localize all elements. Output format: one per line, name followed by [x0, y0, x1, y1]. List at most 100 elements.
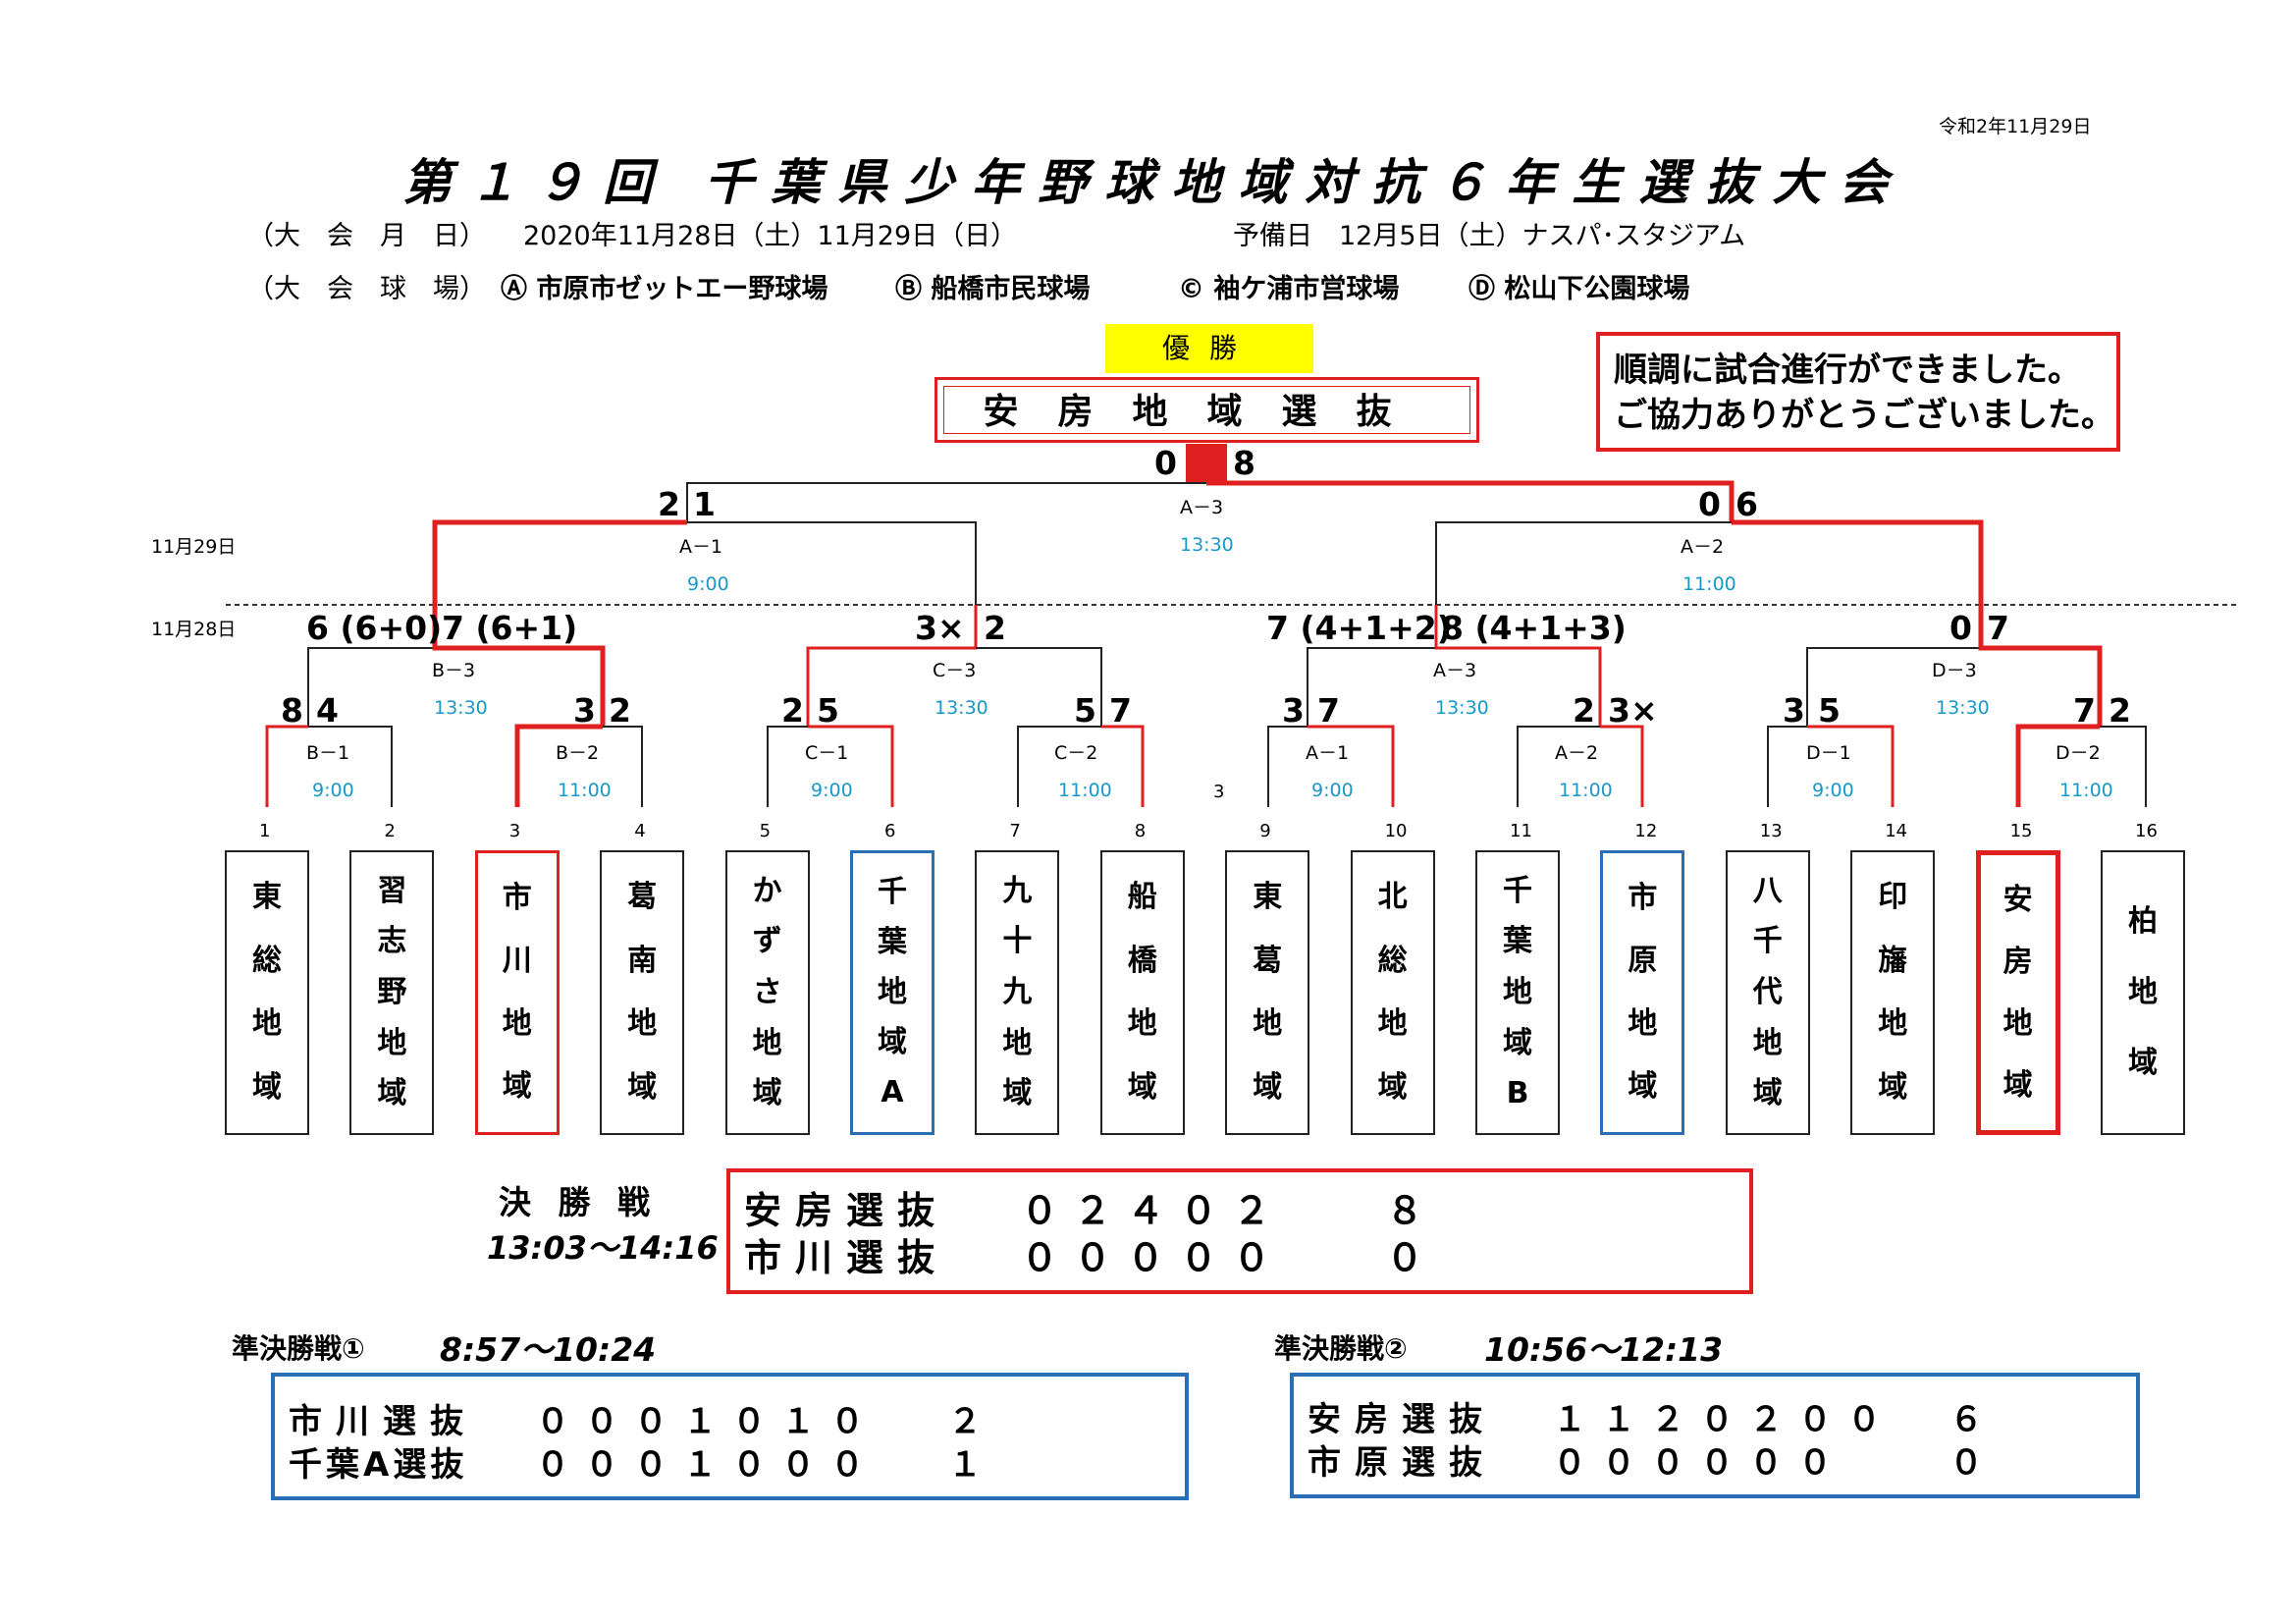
team-name-char: 地: [878, 974, 907, 1009]
message-line-1: 順調に試合進行ができました。: [1614, 351, 2081, 390]
team-name-char: 地: [2002, 1005, 2033, 1041]
day1-label: 11月28日: [151, 619, 237, 640]
team-number: 9: [1259, 821, 1271, 841]
message-box: 順調に試合進行ができました。 ご協力ありがとうございました。: [1596, 332, 2120, 452]
a3-match-id: A－3: [1433, 660, 1477, 681]
final-scoreboard: 安房選抜 ０２４０２ ８ 市川選抜 ０００００ ０: [726, 1168, 1753, 1294]
team-number: 2: [384, 821, 396, 841]
a1-match-id: A－1: [679, 536, 723, 558]
team-name-char: 北: [1377, 880, 1408, 915]
team-number: 11: [1510, 821, 1532, 841]
champion-team: 安房地域選抜: [943, 386, 1470, 434]
semi2-title: 準決勝戦②: [1274, 1332, 1408, 1365]
team-name-char: 域: [1878, 1069, 1908, 1105]
c3-right-score: 2: [984, 609, 1006, 647]
team-name-char: 地: [252, 1006, 282, 1042]
team-name-char: 習: [377, 873, 407, 908]
b2-right-score: 2: [609, 691, 631, 730]
team-name-char: さ: [752, 974, 782, 1009]
dates-value: 2020年11月28日（土）11月29日（日）: [523, 221, 1018, 251]
team-box: 安房地域: [1975, 850, 2060, 1135]
semi1-title: 準決勝戦①: [232, 1332, 365, 1365]
team-name-char: 南: [627, 943, 658, 978]
team-name-char: 地: [1878, 1006, 1908, 1042]
d1-match-time: 9:00: [1812, 780, 1854, 801]
stray-label: 3: [1213, 782, 1225, 802]
b2-match-id: B－2: [556, 742, 600, 764]
team-name-char: 八: [1752, 873, 1783, 908]
ra2-left-score: 2: [1573, 691, 1595, 730]
team-name-char: 旛: [1878, 943, 1908, 978]
c1-match-id: C－1: [805, 742, 849, 764]
b2-match-time: 11:00: [558, 780, 612, 801]
final-row-2-total: ０: [1386, 1236, 1424, 1279]
team-box: 印旛地域: [1850, 850, 1936, 1135]
final-title: 決 勝 戦: [499, 1183, 658, 1221]
a2-left-score: 0: [1698, 485, 1721, 523]
team-name-char: B: [1506, 1076, 1529, 1111]
c3-left-score: 3×: [915, 609, 965, 647]
team-number: 12: [1634, 821, 1658, 841]
team-name-char: 地: [1503, 974, 1532, 1009]
semi1-scoreboard: 市川選抜 ０００１０１０ ２ 千葉A選抜 ０００１０００ １: [271, 1373, 1189, 1500]
team-name-char: 地: [1253, 1006, 1283, 1042]
team-name-char: 域: [1503, 1025, 1532, 1060]
spare-day: 予備日 12月5日（土）ナスパ･スタジアム: [1233, 221, 1746, 251]
team-box: 東総地域: [225, 850, 309, 1135]
team-name-char: 域: [1127, 1069, 1157, 1105]
team-name-char: 域: [878, 1025, 907, 1060]
team-name-char: 東: [1253, 880, 1283, 915]
team-number: 16: [2135, 821, 2158, 841]
a3-left-score: 7 (4+1+2): [1266, 609, 1452, 647]
team-name-char: 地: [1127, 1006, 1157, 1042]
team-name-char: 市: [502, 881, 532, 915]
final-row-1-team: 安房選抜: [744, 1189, 949, 1232]
d3-left-score: 0: [1949, 609, 1972, 647]
b3-match-time: 13:30: [434, 697, 488, 719]
c3-match-id: C－3: [933, 660, 977, 681]
team-name-char: 地: [1377, 1006, 1408, 1042]
team-number: 6: [884, 821, 896, 841]
a2-match-id: A－2: [1681, 536, 1725, 558]
final-match-time: 13:30: [1180, 534, 1234, 556]
team-name-char: 印: [1878, 880, 1908, 915]
team-name-char: 葛: [627, 880, 658, 915]
final-row-2-innings: ０００００: [1021, 1236, 1287, 1279]
a2-match-time: 11:00: [1682, 573, 1736, 595]
team-name-char: 代: [1752, 974, 1783, 1009]
team-box: かずさ地域: [724, 850, 810, 1135]
d2-match-id: D－2: [2056, 742, 2101, 764]
team-number: 3: [508, 821, 521, 841]
final-row-2-team: 市川選抜: [744, 1236, 949, 1279]
d2-match-time: 11:00: [2059, 780, 2113, 801]
team-name-char: 九: [1002, 873, 1033, 908]
ra1-match-id: A－1: [1306, 742, 1350, 764]
semi2-row-2-total: ０: [1949, 1443, 1983, 1483]
team-number: 5: [759, 821, 772, 841]
a3-match-time: 13:30: [1435, 697, 1489, 719]
semi1-row-2-innings: ０００１０００: [536, 1445, 880, 1485]
semi2-row-1-total: ６: [1949, 1400, 1983, 1439]
team-box: 柏地域: [2101, 850, 2185, 1135]
semi2-row-1-innings: １１２０２００: [1553, 1400, 1896, 1439]
team-name-char: 葛: [1253, 943, 1283, 978]
team-name-char: 市: [1628, 881, 1658, 915]
team-name-char: 房: [2002, 944, 2033, 979]
ra1-left-score: 3: [1282, 691, 1305, 730]
d1-match-id: D－1: [1806, 742, 1851, 764]
semi1-row-1-total: ２: [948, 1402, 982, 1441]
semi1-row-2-total: １: [948, 1445, 982, 1485]
team-name-char: 野: [377, 974, 407, 1009]
final-time: 13:03～14:16: [487, 1229, 719, 1267]
c2-match-time: 11:00: [1058, 780, 1112, 801]
team-name-char: 地: [627, 1006, 658, 1042]
team-name-char: 葉: [878, 924, 907, 959]
b1-left-score: 8: [281, 691, 303, 730]
a1-match-time: 9:00: [687, 573, 729, 595]
venue-c: © 袖ケ浦市営球場: [1178, 274, 1400, 304]
a3-right-score: 8 (4+1+3): [1441, 609, 1627, 647]
team-number: 15: [2009, 821, 2033, 841]
team-name-char: 九: [1002, 974, 1033, 1009]
